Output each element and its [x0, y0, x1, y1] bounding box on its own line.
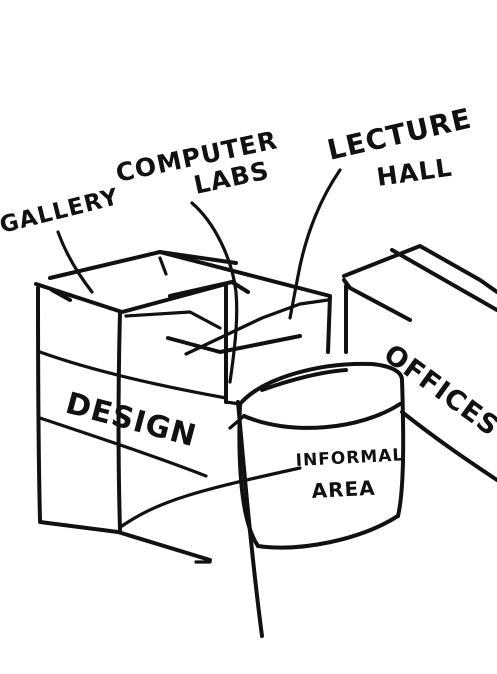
- labs-top-edge: [158, 250, 332, 354]
- leader-lines: [56, 168, 342, 384]
- labs-top-inner: [168, 280, 250, 298]
- computer-labs-leader-line: [190, 201, 239, 384]
- gallery-text: GALLERY: [0, 184, 122, 239]
- gallery-roof-tick: [158, 256, 168, 276]
- design-floor-line-1: [38, 350, 228, 400]
- label-computer-labs: COMPUTER LABS: [113, 125, 280, 200]
- label-offices: OFFICES: [378, 339, 497, 443]
- ground-vertical-line: [236, 400, 264, 638]
- offices-top-back: [390, 248, 497, 312]
- label-lecture-hall: LECTURE HALL: [324, 102, 475, 192]
- offices-block: [342, 244, 497, 482]
- labs-lecture-roof: [184, 298, 330, 356]
- labs-lower-slab: [166, 334, 302, 354]
- informal-area-text-line1: INFORMAL: [295, 445, 405, 471]
- design-front-edge: [116, 310, 122, 532]
- gallery-leader-line: [56, 230, 94, 294]
- label-gallery: GALLERY: [0, 184, 122, 239]
- gallery-roof: [34, 250, 238, 314]
- offices-bottom: [400, 410, 497, 482]
- drum-rim: [242, 402, 402, 430]
- design-floor-line-3: [120, 466, 302, 528]
- drum-top-back: [260, 368, 348, 392]
- lecture-hall-text-line1: LECTURE: [324, 102, 475, 167]
- design-left-edge: [36, 286, 42, 522]
- drum-right-side: [396, 378, 406, 518]
- computer-labs-block: [124, 250, 332, 406]
- offices-roof-edge: [342, 278, 412, 322]
- offices-text: OFFICES: [378, 339, 497, 443]
- label-design: DESIGN: [62, 386, 200, 454]
- design-floor-line-2: [38, 416, 208, 478]
- offices-roof-front: [342, 244, 497, 294]
- informal-area-text-line2: AREA: [311, 476, 376, 503]
- drum-top: [238, 361, 404, 406]
- design-text: DESIGN: [62, 386, 200, 454]
- drum-base: [256, 514, 400, 550]
- drum-inner-tick: [228, 414, 246, 430]
- lecture-hall-text-line2: HALL: [375, 153, 454, 192]
- lecture-hall-leader-line: [288, 168, 342, 320]
- label-informal-area: INFORMAL AREA: [295, 445, 405, 503]
- labs-slab: [124, 310, 222, 330]
- design-bottom-edge: [38, 520, 212, 562]
